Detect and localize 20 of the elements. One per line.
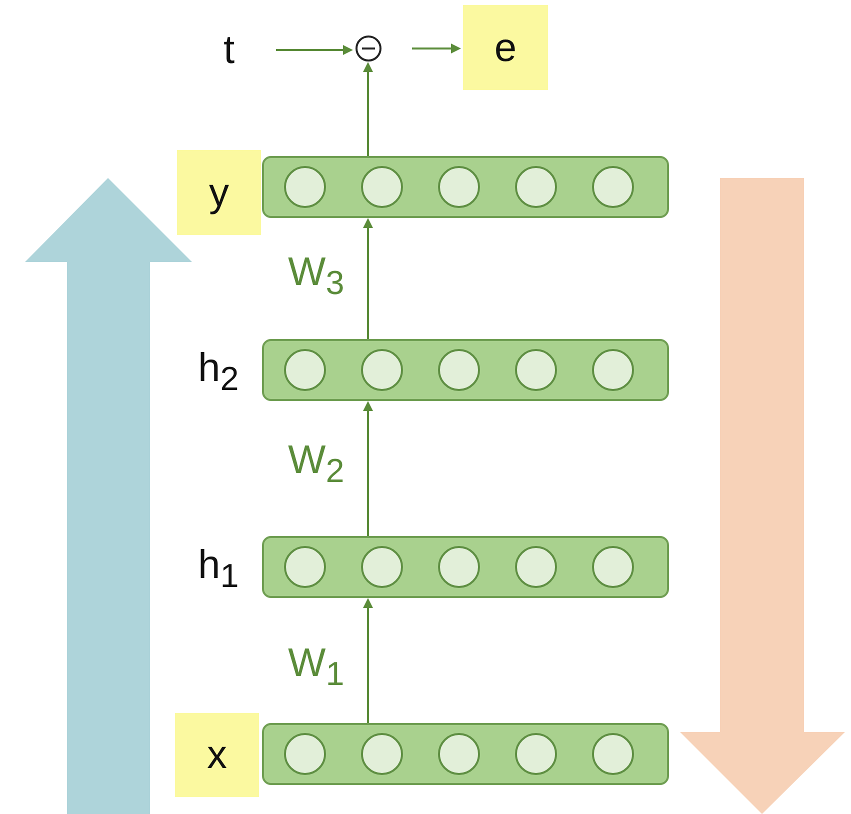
arrow	[363, 401, 373, 536]
layer-bar	[262, 723, 669, 785]
highlighted-label	[177, 150, 261, 235]
arrow	[363, 218, 373, 339]
layer-bar	[262, 536, 669, 598]
arrow	[363, 598, 373, 723]
layer-bar	[262, 339, 669, 401]
layer-label: h$_{2}$	[198, 348, 239, 396]
label-text: x	[207, 735, 227, 775]
layer-label: h$_{1}$	[198, 545, 239, 594]
arrow	[412, 44, 461, 54]
subtract-operator	[355, 35, 382, 62]
highlighted-label	[463, 5, 548, 90]
arrow	[363, 62, 373, 156]
layer-bar	[262, 156, 669, 218]
label-text: e	[494, 28, 517, 68]
arrow	[276, 45, 353, 55]
label-text: y	[209, 172, 229, 212]
highlighted-label	[175, 713, 259, 797]
label-text: t	[223, 30, 235, 70]
